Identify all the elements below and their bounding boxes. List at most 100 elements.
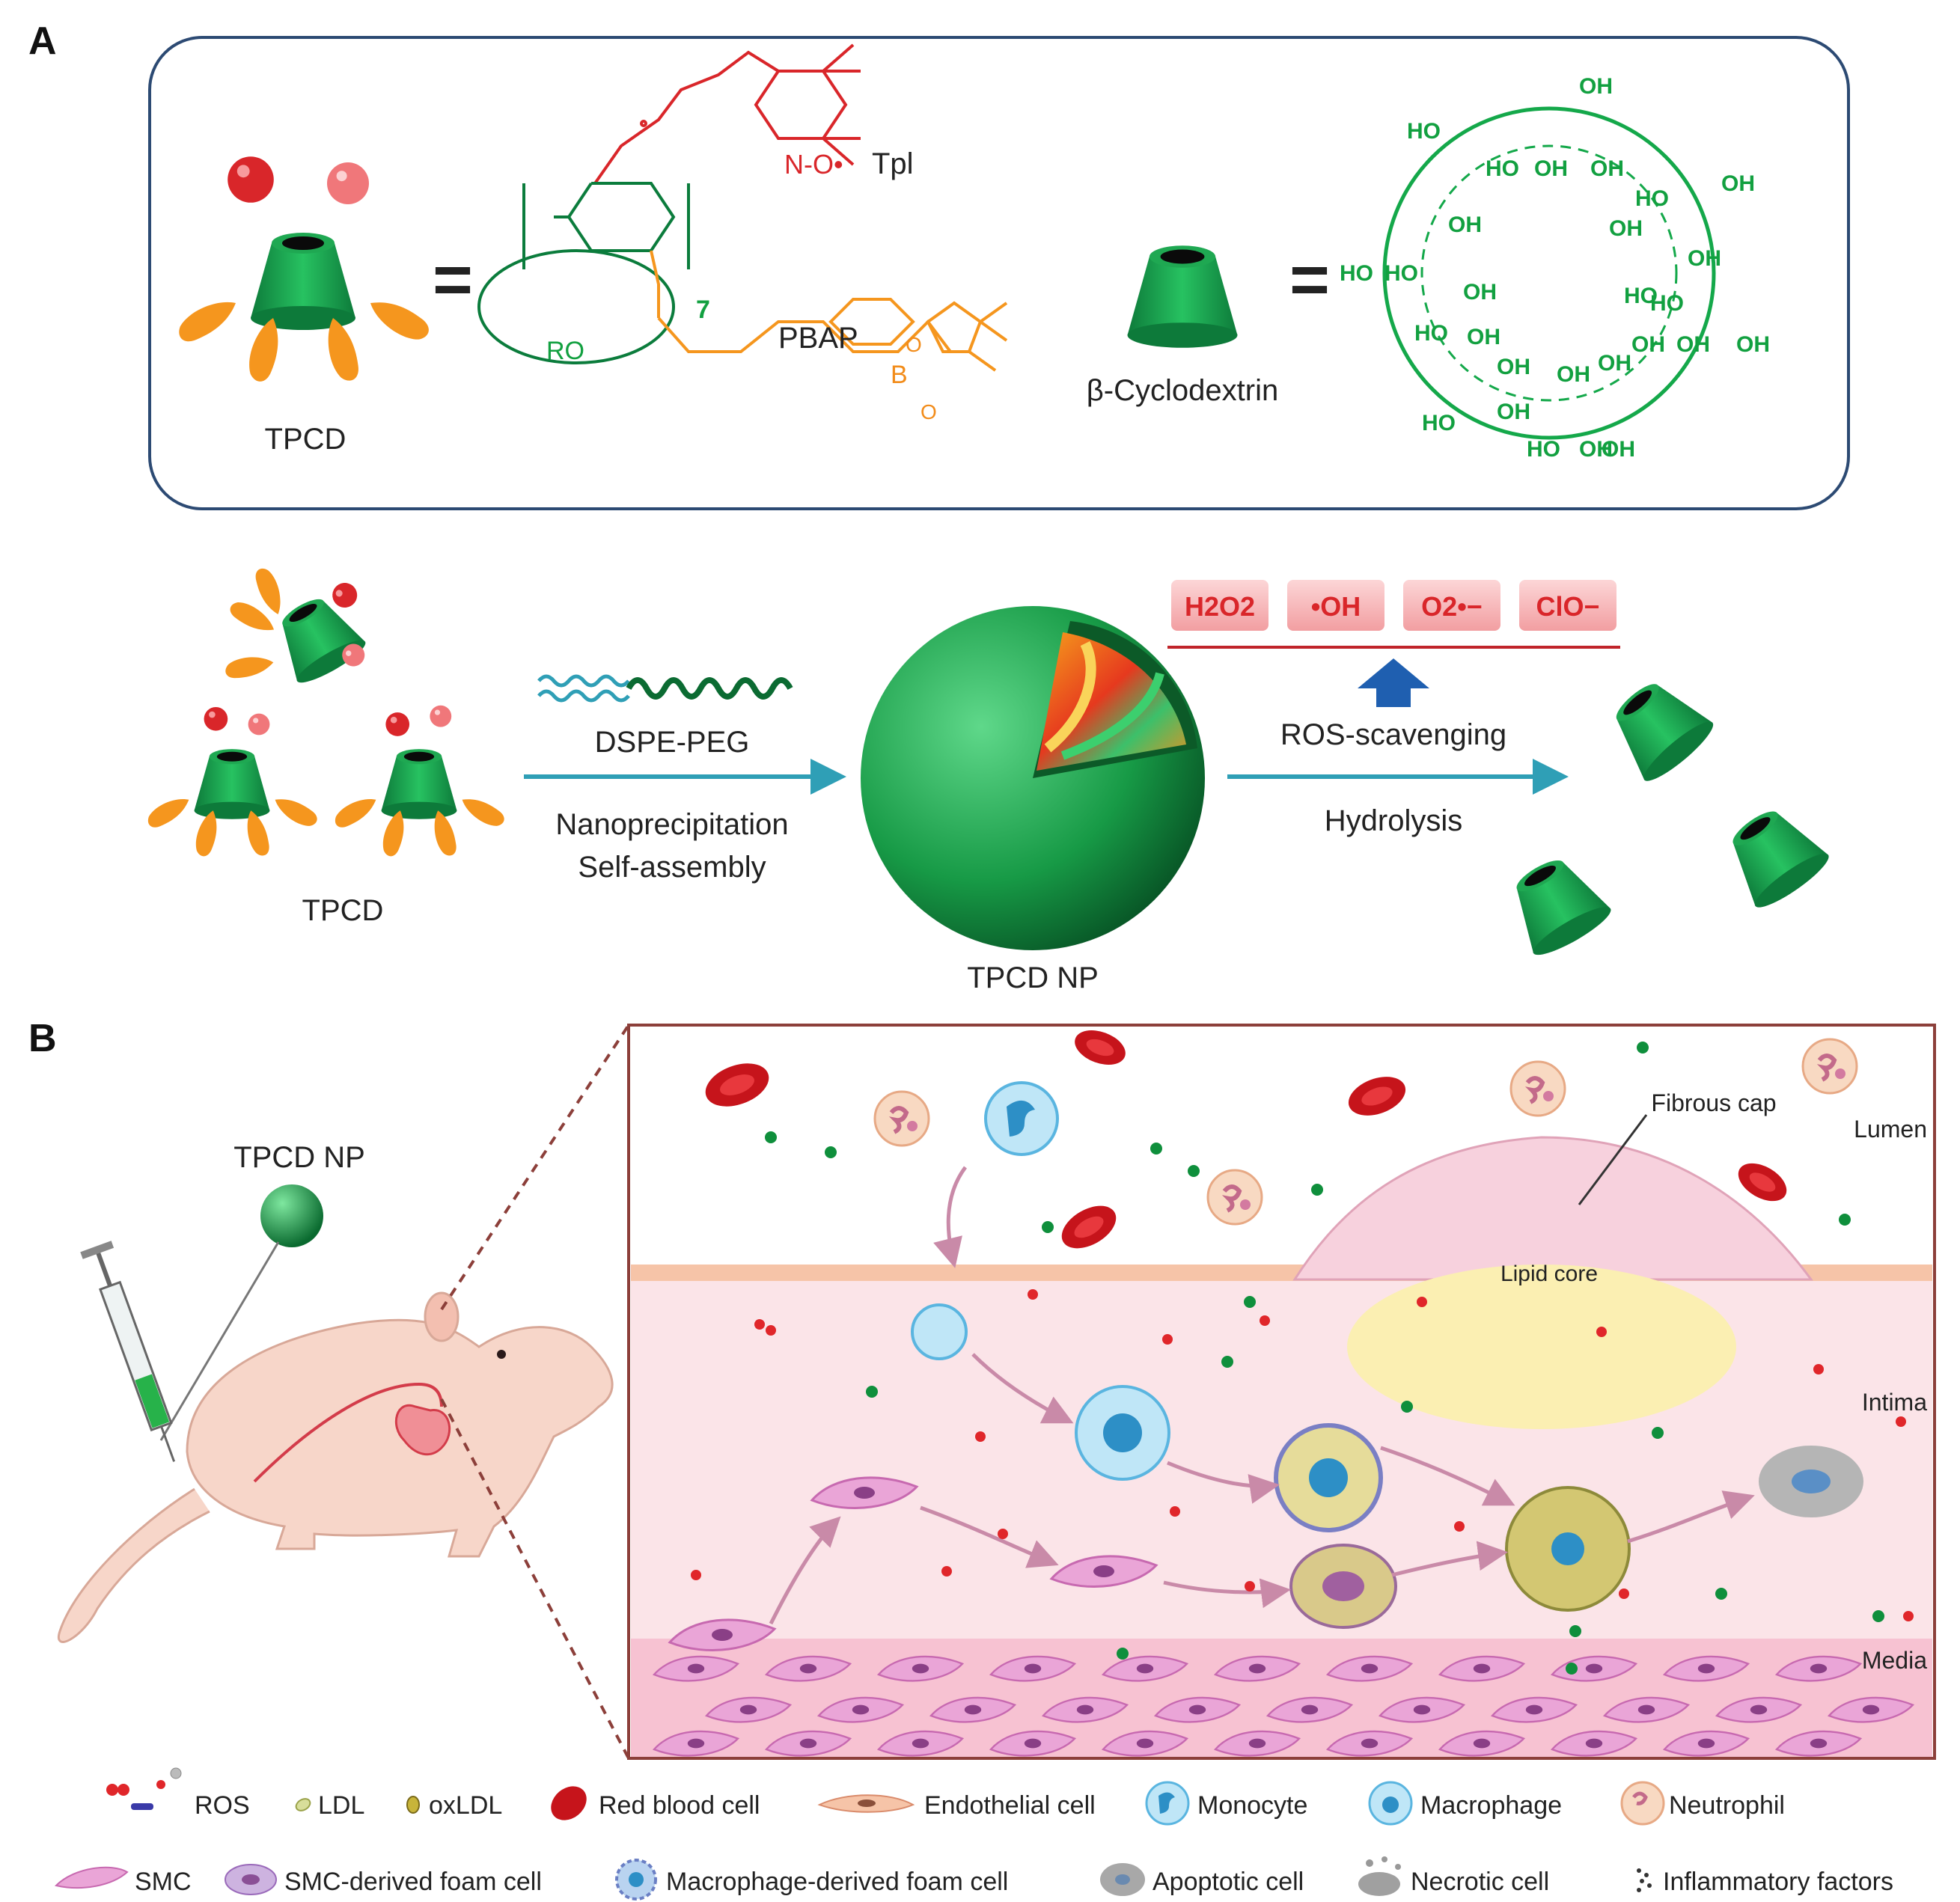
mouse-body xyxy=(186,1318,614,1558)
nanoprecipitation-label: Nanoprecipitation xyxy=(555,808,788,841)
apoptotic-cell-icon xyxy=(1100,1863,1145,1896)
tpcd-chemical-structure xyxy=(477,43,1008,372)
bcd-group: OH xyxy=(1688,246,1721,271)
smc-icon xyxy=(55,1866,129,1889)
bcd-group: OH xyxy=(1579,74,1613,99)
bcd-group: HO xyxy=(1384,261,1418,286)
tpcd-molecules-group xyxy=(144,565,507,858)
neutrophil-icon xyxy=(1620,1781,1665,1826)
boron-oxygen-1: O xyxy=(906,333,922,356)
ros-hypochlorite: ClO− xyxy=(1536,591,1599,622)
bcd-group: HO xyxy=(1486,156,1519,181)
necrotic-cell-icon xyxy=(1358,1856,1401,1896)
legend-inflammatory-factors-label: Inflammatory factors xyxy=(1663,1868,1893,1896)
legend-endothelial-cell-label: Endothelial cell xyxy=(924,1791,1096,1820)
legend-apoptotic-cell-label: Apoptotic cell xyxy=(1153,1868,1304,1896)
bcd-group: OH xyxy=(1736,332,1770,357)
legend xyxy=(55,1767,1665,1901)
ros-scavenging-label: ROS-scavenging xyxy=(1280,718,1506,751)
mouse-ear xyxy=(424,1291,460,1342)
structure-box xyxy=(148,36,1850,510)
released-cyclodextrins xyxy=(1497,667,1834,962)
lipid-core-label: Lipid core xyxy=(1500,1262,1598,1286)
ros-molecules xyxy=(691,1289,1914,1621)
legend-smc-foam-cell-label: SMC-derived foam cell xyxy=(284,1868,542,1896)
panel-b-label: B xyxy=(28,1017,57,1060)
bcd-group: OH xyxy=(1557,362,1590,387)
legend-ros-label: ROS xyxy=(195,1791,250,1820)
red-blood-cell-icon xyxy=(551,1786,587,1820)
inflammatory-factors-icon xyxy=(1637,1868,1652,1892)
tpcd-group-label: TPCD xyxy=(302,894,384,927)
legend-smc-label: SMC xyxy=(135,1868,192,1896)
tpcd-np-injection-label: TPCD NP xyxy=(233,1141,365,1174)
carbonate-o1 xyxy=(640,120,647,127)
beta-cyclodextrin-ring-structure xyxy=(1382,106,1716,440)
bcd-group: OH xyxy=(1497,355,1530,379)
legend-monocyte-label: Monocyte xyxy=(1197,1791,1307,1820)
mouse-artery xyxy=(253,1382,443,1483)
syringe-icon xyxy=(80,1241,176,1462)
equals-sign-left: = xyxy=(433,242,473,318)
legend-macrophage-label: Macrophage xyxy=(1420,1791,1562,1820)
bcd-group: OH xyxy=(1590,156,1624,181)
monocyte-icon xyxy=(1145,1781,1190,1826)
smc-foam-cell-icon xyxy=(225,1864,277,1895)
dspe-peg-icon xyxy=(537,674,793,703)
oxldl-icon xyxy=(406,1796,420,1814)
ros-species-row xyxy=(1167,580,1620,649)
bcd-group: HO xyxy=(1407,119,1441,144)
bcd-group: OH xyxy=(1497,400,1530,424)
bcd-group: OH xyxy=(1598,351,1631,376)
fibrous-cap-pointer xyxy=(1578,1114,1648,1205)
beta-cyclodextrin-label: β-Cyclodextrin xyxy=(1087,374,1278,407)
legend-oxldl-label: oxLDL xyxy=(429,1791,502,1820)
bcd-group: HO xyxy=(1422,411,1456,435)
bcd-group: HO xyxy=(1624,284,1658,308)
bcd-group: HO xyxy=(1635,186,1669,211)
nanoparticle-dots xyxy=(765,1042,1884,1675)
ldl-icon xyxy=(295,1798,311,1811)
legend-ldl-label: LDL xyxy=(318,1791,364,1820)
legend-neutrophil-label: Neutrophil xyxy=(1669,1791,1785,1820)
pbap-label: PBAP xyxy=(778,322,858,355)
bcd-group: HO xyxy=(1650,291,1684,316)
ros-superoxide: O2•− xyxy=(1421,591,1483,622)
mouse-heart xyxy=(394,1404,451,1456)
bcd-group: OH xyxy=(1534,156,1568,181)
beta-cyclodextrin-cup-icon xyxy=(1127,245,1238,348)
tpcd-np-label: TPCD NP xyxy=(967,961,1099,994)
media-label: Media xyxy=(1862,1647,1927,1674)
tpcd-molecule-icon xyxy=(173,156,433,385)
hydrolysis-label: Hydrolysis xyxy=(1325,804,1462,837)
repeat-index: 7 xyxy=(696,296,710,324)
legend-macrophage-foam-cell-label: Macrophage-derived foam cell xyxy=(666,1868,1008,1896)
tpcd-np-ball-icon xyxy=(260,1184,323,1247)
cell-migration-arrows xyxy=(769,1166,1755,1625)
ros-hydroxyl: •OH xyxy=(1311,591,1361,622)
bcd-group: OH xyxy=(1631,332,1665,357)
boron-oxygen-2: O xyxy=(921,400,937,423)
lipid-core-area xyxy=(1347,1265,1736,1429)
fibrous-cap-label: Fibrous cap xyxy=(1651,1089,1776,1116)
zoom-line-top xyxy=(440,1024,630,1311)
intima-label: Intima xyxy=(1862,1389,1927,1416)
mouse-eye xyxy=(497,1350,506,1359)
bcd-group: HO xyxy=(1414,321,1448,346)
bcd-group: OH xyxy=(1609,216,1643,241)
legend-necrotic-cell-label: Necrotic cell xyxy=(1411,1868,1549,1896)
self-assembly-label: Self-assembly xyxy=(578,851,766,884)
nitroxide-label: N-O• xyxy=(784,149,843,180)
equals-sign-right: = xyxy=(1289,242,1330,318)
mouse-tail xyxy=(58,1487,210,1643)
ros-h2o2: H2O2 xyxy=(1185,591,1255,622)
bcd-group: OH xyxy=(1579,437,1613,462)
mouse-injection-scene xyxy=(58,1184,614,1643)
endothelial-cell-icon xyxy=(817,1794,915,1813)
tpcd-nanoparticle-icon xyxy=(861,606,1205,950)
zoom-line-bottom xyxy=(440,1398,630,1759)
artery-cross-section xyxy=(627,1024,1936,1760)
panel-a-label: A xyxy=(28,19,57,63)
bcd-group: OH xyxy=(1721,171,1755,196)
